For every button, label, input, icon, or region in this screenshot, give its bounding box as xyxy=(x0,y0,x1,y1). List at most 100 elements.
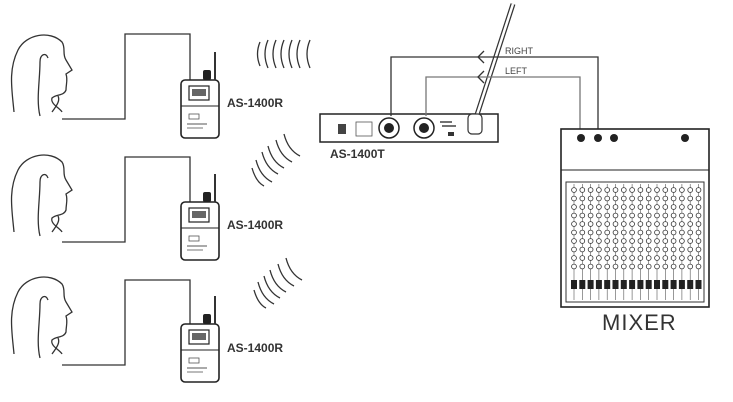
knob xyxy=(654,212,660,219)
knob xyxy=(604,238,610,244)
channel-strip xyxy=(670,184,677,300)
knob xyxy=(629,229,635,236)
knob xyxy=(679,195,685,202)
knob xyxy=(695,204,702,210)
knob xyxy=(670,263,677,270)
knob xyxy=(596,263,602,270)
channel-strip xyxy=(579,184,586,300)
mixer-channel-strips xyxy=(571,184,702,300)
knob xyxy=(604,263,610,270)
knob xyxy=(596,187,602,193)
fader xyxy=(670,280,677,289)
knob xyxy=(579,221,586,227)
knob xyxy=(620,255,627,261)
receiver-label-3: AS-1400R xyxy=(227,341,283,355)
knob xyxy=(662,221,669,227)
channel-strip xyxy=(620,184,627,300)
knob xyxy=(679,212,685,219)
knob xyxy=(679,204,685,210)
channel-strip xyxy=(645,184,652,300)
knob xyxy=(695,187,702,193)
knob xyxy=(571,187,577,193)
knob xyxy=(579,263,586,270)
knob xyxy=(679,238,685,244)
channel-strip xyxy=(687,184,694,300)
knob xyxy=(587,212,594,219)
knob xyxy=(620,263,627,270)
knob xyxy=(637,246,644,253)
knob xyxy=(612,195,619,202)
knob xyxy=(571,255,577,261)
knob xyxy=(662,195,669,202)
knob xyxy=(645,238,652,244)
knob xyxy=(654,195,660,202)
knob xyxy=(612,229,619,236)
knob xyxy=(571,204,577,210)
knob xyxy=(645,263,652,270)
fader xyxy=(654,280,660,289)
right-signal-label: RIGHT xyxy=(505,46,534,56)
knob xyxy=(654,263,660,270)
knob xyxy=(620,246,627,253)
listener-1: AS-1400R xyxy=(10,33,311,139)
knob xyxy=(654,246,660,253)
channel-strip xyxy=(678,184,685,300)
mixer-power-jack xyxy=(681,134,689,142)
mixer-output-jack-1 xyxy=(577,134,585,142)
knob xyxy=(579,204,586,210)
knob xyxy=(645,221,652,227)
knob xyxy=(587,238,594,244)
knob xyxy=(629,204,635,210)
knob xyxy=(679,255,685,261)
knob xyxy=(687,263,693,270)
knob xyxy=(670,255,677,261)
knob xyxy=(637,255,644,261)
knob xyxy=(604,212,610,219)
knob xyxy=(654,238,660,244)
knob xyxy=(637,263,644,270)
left-signal-line xyxy=(425,76,581,136)
channel-strip xyxy=(637,184,644,300)
knob xyxy=(571,212,577,219)
receiver-label-2: AS-1400R xyxy=(227,218,283,232)
knob xyxy=(604,221,610,227)
knob xyxy=(629,238,635,244)
earphone-cable-1 xyxy=(62,33,191,120)
head-icon xyxy=(10,154,73,237)
mixer-label: MIXER xyxy=(602,310,677,335)
knob xyxy=(629,195,635,202)
knob xyxy=(629,221,635,227)
knob xyxy=(587,187,594,193)
fader xyxy=(620,280,627,289)
knob xyxy=(637,212,644,219)
knob xyxy=(662,246,669,253)
knob xyxy=(695,221,702,227)
knob xyxy=(587,263,594,270)
knob xyxy=(571,229,577,236)
fader xyxy=(678,280,685,289)
knob xyxy=(629,187,635,193)
knob xyxy=(695,263,702,270)
transmitter: AS-1400T xyxy=(319,3,516,161)
knob xyxy=(654,204,660,210)
channel-strip xyxy=(604,184,611,300)
knob xyxy=(662,229,669,236)
knob xyxy=(579,238,586,244)
knob xyxy=(579,195,586,202)
knob xyxy=(645,229,652,236)
knob xyxy=(612,255,619,261)
knob xyxy=(679,246,685,253)
knob xyxy=(670,195,677,202)
channel-strip xyxy=(595,184,602,300)
knob xyxy=(579,229,586,236)
knob xyxy=(620,195,627,202)
knob xyxy=(587,221,594,227)
knob xyxy=(687,195,693,202)
knob xyxy=(670,212,677,219)
knob xyxy=(587,255,594,261)
knob xyxy=(645,255,652,261)
knob xyxy=(604,204,610,210)
mixer-output-jack-3 xyxy=(610,134,618,142)
knob xyxy=(637,221,644,227)
knob xyxy=(662,238,669,244)
